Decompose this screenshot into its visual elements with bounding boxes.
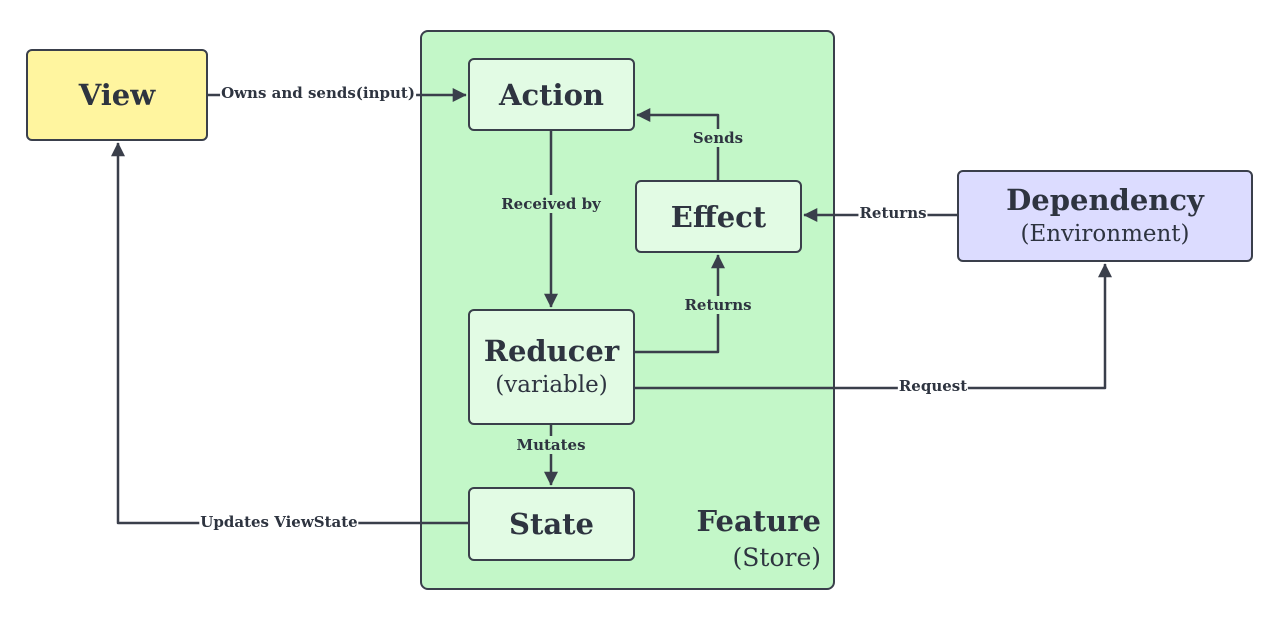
view-title: View: [78, 78, 156, 112]
edge-reducer-to-dependency: [635, 263, 1112, 390]
edge-label-returns-dependency: Returns: [858, 204, 928, 222]
edge-label-received-by: Received by: [500, 195, 602, 213]
feature-title: Feature: [696, 504, 821, 538]
effect-title: Effect: [670, 199, 767, 234]
reducer-subtitle: (variable): [495, 372, 608, 398]
state-title: State: [509, 507, 594, 541]
edge-label-sends: Sends: [691, 129, 745, 147]
feature-subtitle: (Store): [732, 543, 821, 572]
reducer-title: Reducer: [483, 334, 620, 368]
edge-reducer-to-effect: [635, 254, 725, 354]
state-node: State: [468, 487, 635, 561]
feature-store-label: Feature (Store): [697, 502, 821, 576]
edge-label-returns-reducer: Returns: [683, 296, 753, 314]
edge-label-mutates: Mutates: [515, 436, 587, 454]
reducer-node: Reducer (variable): [468, 309, 635, 425]
action-node: Action: [468, 58, 635, 131]
edge-label-updates-viewstate: Updates ViewState: [199, 513, 359, 531]
edge-label-owns-and-sends: Owns and sends(input): [220, 84, 416, 102]
view-node: View: [26, 49, 208, 141]
dependency-node: Dependency (Environment): [957, 170, 1253, 262]
edge-effect-to-action: [636, 108, 720, 180]
dependency-title: Dependency: [1006, 183, 1204, 217]
edge-state-to-view: [111, 142, 468, 525]
effect-node: Effect: [635, 180, 802, 253]
action-title: Action: [499, 77, 604, 112]
dependency-subtitle: (Environment): [1020, 221, 1190, 247]
edge-label-request: Request: [897, 377, 969, 395]
